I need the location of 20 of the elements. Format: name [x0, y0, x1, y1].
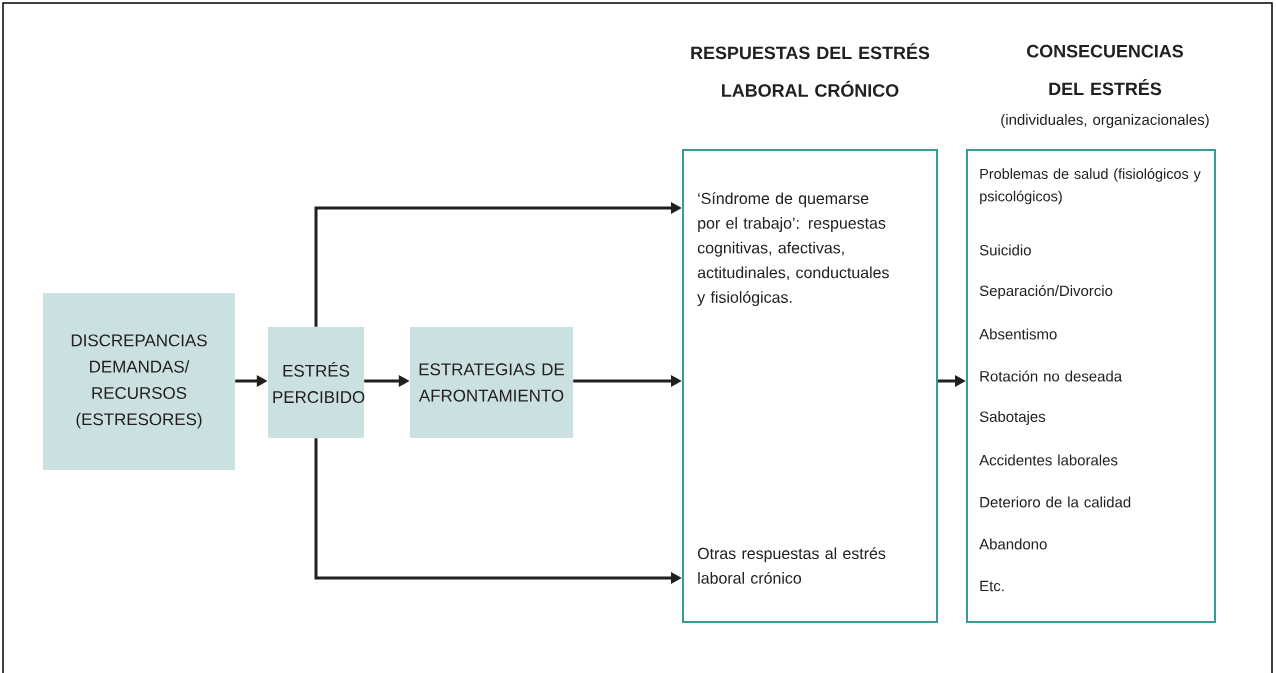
column-heading: RESPUESTAS DEL ESTRÉS LABORAL CRÓNICO — [691, 43, 930, 97]
process-box: ESTRÉS PERCIBIDO — [268, 327, 365, 438]
consequences-box — [966, 44, 1216, 623]
response-text: ‘Síndrome de quemarse por el trabajo’: respuestas cognitivas, afectivas, actitudinales, conductuales y fisiológicas. — [697, 192, 889, 307]
column-heading: CONSECUENCIAS DEL ESTRÉS — [1027, 44, 1183, 96]
process-box: DISCREPANCIAS DEMANDAS/ RECURSOS (ESTRESORES) — [43, 293, 235, 470]
list-item: Etc. — [980, 580, 1004, 592]
list-item: Sabotajes — [979, 411, 1046, 425]
list-item: Absentismo — [979, 328, 1057, 340]
process-box: ESTRATEGIAS DE AFRONTAMIENTO — [410, 327, 573, 438]
column-subheading: (individuales, organizacionales) — [1001, 114, 1209, 128]
response-text: Otras respuestas al estrés laboral crónico — [697, 547, 886, 584]
list-item: Deterioro de la calidad — [980, 496, 1131, 508]
list-item: Accidentes laborales — [979, 454, 1118, 466]
list-item: Rotación no deseada — [980, 370, 1123, 382]
response-box — [682, 43, 938, 623]
list-item: Problemas de salud (fisiológicos y psicológicos) — [980, 168, 1201, 205]
list-item: Separación/Divorcio — [979, 284, 1113, 300]
list-item: Suicidio — [979, 244, 1031, 256]
list-item: Abandono — [979, 538, 1047, 550]
